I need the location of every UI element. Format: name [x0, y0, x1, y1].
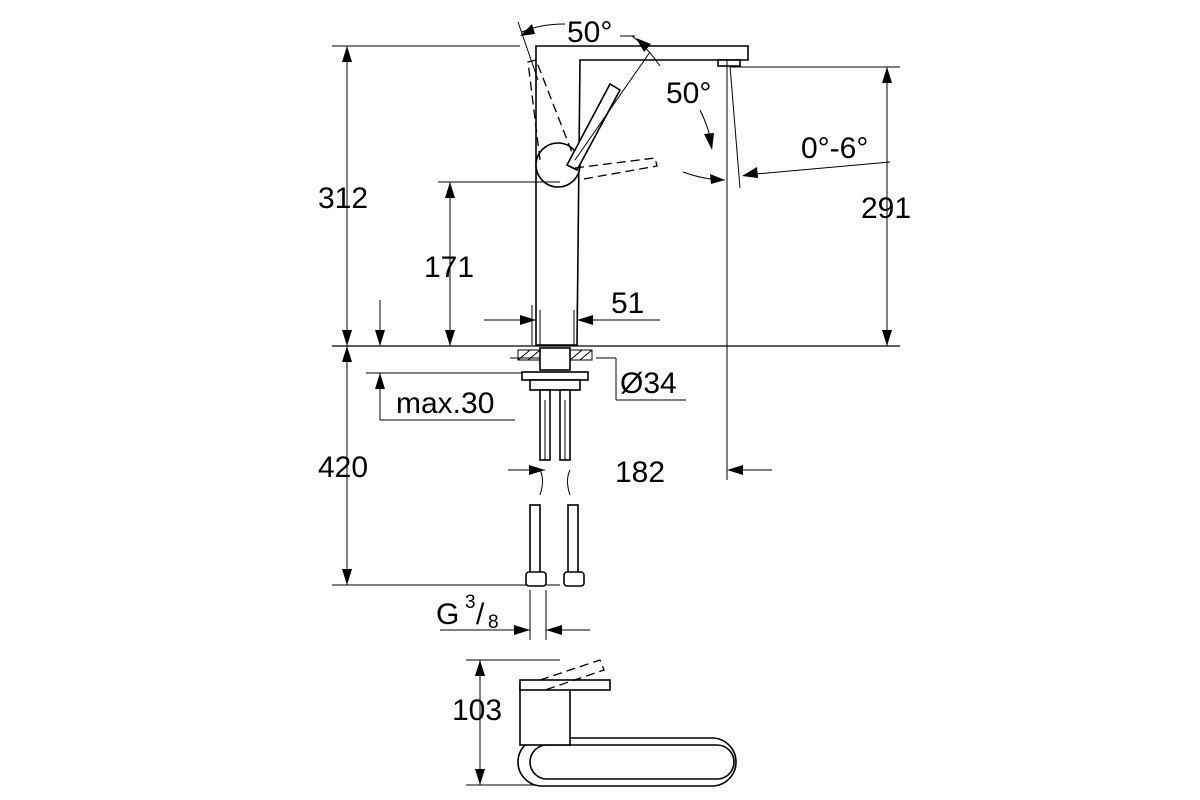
- label-hole-diameter: Ø34: [620, 367, 677, 400]
- top-view-lever: [519, 679, 611, 691]
- faucet-top-view: [517, 659, 737, 787]
- faucet-body-outline: [535, 45, 749, 346]
- label-spout-height: 291: [861, 192, 911, 225]
- label-thread-numerator: 3: [465, 592, 476, 613]
- hose-fitting-left: [525, 571, 547, 587]
- mounting-nut: [521, 371, 589, 381]
- lever-handle: [565, 82, 622, 172]
- label-angle-top: 50°: [567, 16, 612, 49]
- label-thread-slash: /: [476, 598, 485, 631]
- label-angle-right: 50°: [666, 77, 711, 110]
- dimension-labels: 50° 50° 0°-6° 312 171 291 51 Ø34 max.30 …: [318, 16, 911, 727]
- aerator: [717, 59, 741, 67]
- top-view-body: [519, 684, 571, 746]
- label-reach: 182: [615, 456, 665, 489]
- mounting-shank: [539, 347, 571, 371]
- label-total-height: 312: [318, 182, 368, 215]
- lever-position-forward: [574, 157, 658, 181]
- hose-fitting-right: [563, 571, 585, 587]
- mounting-assembly: [510, 347, 593, 587]
- label-thread-prefix: G: [436, 598, 459, 631]
- lever-position-back: [527, 59, 574, 161]
- label-hose-length: 420: [318, 451, 368, 484]
- label-base-diameter: 51: [611, 287, 644, 320]
- label-thread-denominator: 8: [488, 612, 499, 633]
- label-tilt-range: 0°-6°: [801, 132, 868, 165]
- label-max-thickness: max.30: [396, 387, 494, 420]
- label-top-view-depth: 103: [452, 694, 502, 727]
- faucet-side-view: [527, 45, 749, 346]
- label-lever-height: 171: [424, 251, 474, 284]
- dimension-lines: [332, 21, 900, 786]
